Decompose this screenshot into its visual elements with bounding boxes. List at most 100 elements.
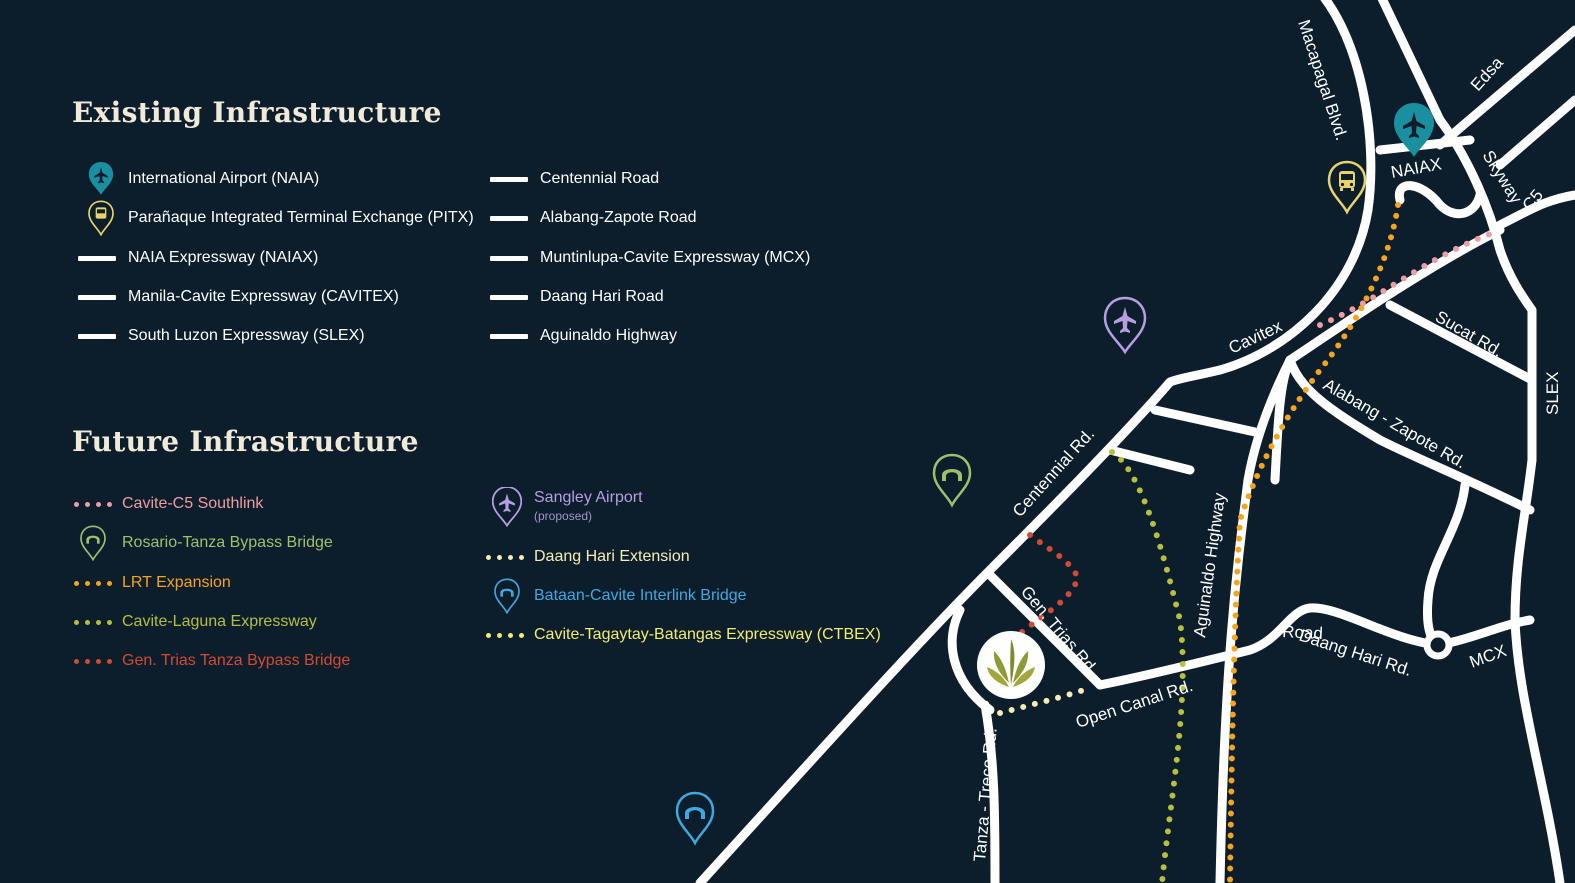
legend-label: Rosario-Tanza Bypass Bridge (122, 534, 333, 551)
road-alabang-branch (1423, 480, 1470, 650)
legend-item-daang-hari: Daang Hari Road (490, 284, 664, 310)
legend-item-calax: Cavite-Laguna Expressway (72, 609, 317, 635)
legend-label: LRT Expansion (122, 574, 231, 591)
legend-label: Sangley Airport (534, 489, 643, 506)
legend-label: International Airport (NAIA) (128, 170, 320, 187)
leaf-icon (987, 639, 1035, 687)
label-alabang: Alabang - Zapote Rd. (1320, 375, 1469, 472)
dotted-line-swatch (74, 658, 112, 664)
legend-item-mcx: Muntinlupa-Cavite Expressway (MCX) (490, 245, 810, 271)
label-open-canal: Open Canal Rd. (1073, 676, 1195, 732)
legend-label: Cavite-C5 Southlink (122, 495, 264, 512)
legend-item-pitx: Parañaque Integrated Terminal Exchange (… (78, 200, 474, 236)
airplane-icon (1403, 112, 1425, 138)
legend-label: Cavite-Laguna Expressway (122, 613, 317, 630)
legend-label: Alabang-Zapote Road (540, 209, 697, 226)
line-cavite-laguna (1109, 449, 1186, 883)
road-swatch (490, 176, 528, 182)
map-pin-bataan-cavite[interactable] (675, 791, 715, 846)
bridge-icon (942, 469, 962, 481)
legend-label: Aguinaldo Highway (540, 327, 677, 344)
legend-item-lrt: LRT Expansion (72, 570, 231, 596)
legend-item-centennial: Centennial Road (490, 166, 659, 192)
road-gen-trias (985, 570, 1105, 690)
legend-label: Cavite-Tagaytay-Batangas Expressway (CTB… (534, 626, 881, 643)
airplane-pin-icon (88, 162, 114, 195)
bridge-pin-icon (80, 525, 106, 561)
road-swatch (78, 333, 116, 339)
line-daang-hari-ext (997, 685, 1093, 716)
bus-icon (1339, 171, 1355, 191)
map-pin-naia[interactable] (1394, 103, 1434, 157)
bridge-pin-icon (494, 578, 520, 614)
airplane-pin-icon (492, 487, 522, 527)
road-edsa (1377, 0, 1445, 125)
road-swatch (78, 255, 116, 261)
road-c5 (1495, 190, 1575, 230)
legend-item-gen-trias: Gen. Trias Tanza Bypass Bridge (72, 648, 350, 674)
road-network (695, 0, 1575, 883)
legend-item-aguinaldo: Aguinaldo Highway (490, 323, 677, 349)
legend-item-naiax: NAIA Expressway (NAIAX) (78, 245, 318, 271)
road-edsa-ne (1435, 25, 1575, 150)
road-slex (1510, 455, 1565, 883)
bridge-icon (685, 807, 705, 819)
road-skyway (1435, 115, 1537, 465)
legend-sublabel: (proposed) (534, 509, 593, 523)
label-road: Road (1282, 622, 1324, 643)
road-cross-1 (1150, 405, 1260, 437)
road-macapagal-cavitex (1165, 0, 1376, 387)
legend-item-daang-hari-ext: Daang Hari Extension (484, 544, 690, 570)
map-pin-rosario-tanza[interactable] (932, 453, 972, 508)
map-pin-sangley[interactable] (1103, 296, 1147, 355)
line-cavite-c5-southlink (1317, 229, 1498, 328)
legend-label: Gen. Trias Tanza Bypass Bridge (122, 652, 351, 669)
legend-label: Bataan-Cavite Interlink Bridge (534, 587, 747, 604)
road-daang-hari (1095, 603, 1535, 690)
legend-item-cavite-c5: Cavite-C5 Southlink (72, 491, 263, 517)
dotted-line-swatch (486, 632, 524, 638)
legend-label: Parañaque Integrated Terminal Exchange (… (128, 209, 474, 226)
label-aguinaldo: Aguinaldo Highway (1190, 491, 1229, 638)
mcx-interchange (1423, 630, 1453, 660)
dotted-line-swatch (74, 619, 112, 625)
road-open-canal-west (947, 605, 995, 715)
road-swatch (490, 333, 528, 339)
legend-label: Daang Hari Road (540, 288, 664, 305)
road-swatch (78, 294, 116, 300)
future-lines (997, 202, 1498, 883)
legend-item-bataan-cavite: Bataan-Cavite Interlink Bridge (484, 578, 747, 614)
legend-item-rosario-tanza: Rosario-Tanza Bypass Bridge (72, 525, 333, 561)
legend-item-slex: South Luzon Expressway (SLEX) (78, 323, 365, 349)
airplane-icon (1114, 307, 1136, 333)
legend-item-naia: International Airport (NAIA) (78, 162, 320, 195)
legend-label: Daang Hari Extension (534, 548, 690, 565)
road-cavitex-diag (1285, 225, 1505, 365)
road-swatch (490, 255, 528, 261)
road-sucat (1385, 300, 1537, 385)
line-gen-trias-bypass (1019, 532, 1082, 635)
legend-item-alabang-zapote: Alabang-Zapote Road (490, 205, 697, 231)
map-pin-pitx[interactable] (1327, 160, 1367, 215)
legend-item-ctbex: Cavite-Tagaytay-Batangas Expressway (CTB… (484, 622, 881, 648)
legend-label: Centennial Road (540, 170, 660, 187)
road-alabang-zapote (1285, 355, 1535, 515)
legend-item-sangley: Sangley Airport (proposed) (484, 487, 643, 527)
road-c5-top (1495, 95, 1575, 170)
road-cross-2 (1105, 445, 1195, 475)
legend-label: Muntinlupa-Cavite Expressway (MCX) (540, 249, 811, 266)
label-naiax: NAIAX (1389, 154, 1443, 182)
road-labels: Macapagal Blvd. Edsa NAIAX Skyway C5 Cav… (970, 17, 1562, 862)
legend-item-cavitex: Manila-Cavite Expressway (CAVITEX) (78, 284, 399, 310)
road-tanza-trece (980, 700, 1000, 883)
road-swatch (490, 215, 528, 221)
dotted-line-swatch (486, 554, 524, 560)
legend-label: Manila-Cavite Expressway (CAVITEX) (128, 288, 399, 305)
future-infrastructure-heading: Future Infrastructure (72, 425, 419, 458)
legend-label: NAIA Expressway (NAIAX) (128, 249, 319, 266)
project-logo[interactable] (977, 631, 1045, 699)
label-slex: SLEX (1543, 372, 1562, 415)
road-swatch (490, 294, 528, 300)
existing-infrastructure-heading: Existing Infrastructure (72, 96, 442, 129)
